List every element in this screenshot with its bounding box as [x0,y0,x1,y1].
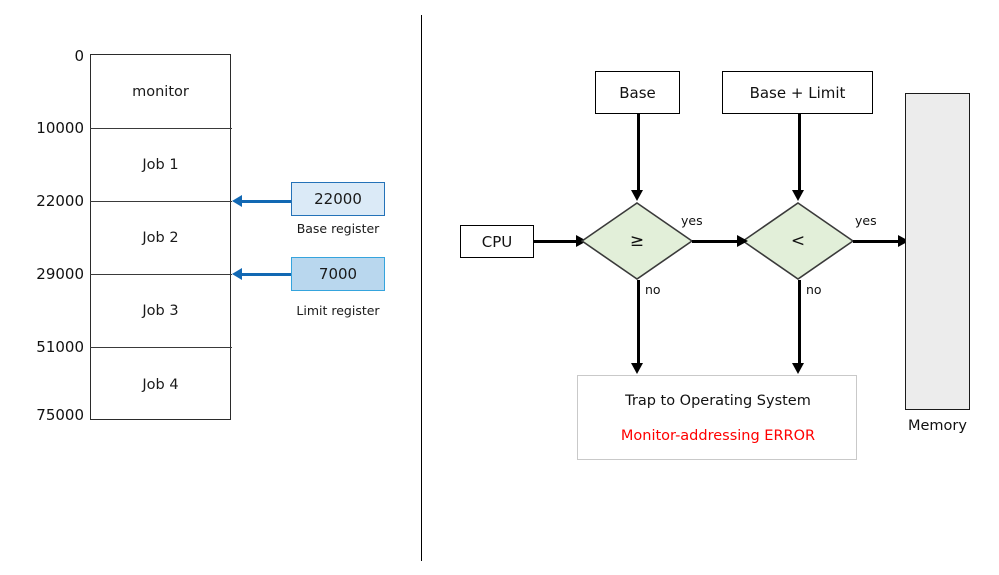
memory-block[interactable] [905,93,970,410]
memory-address-29000: 29000 [36,265,84,283]
memory-segment-job3: Job 3 [142,303,179,319]
memory-address-29000-wrap: 29000 [0,267,86,282]
decision-ge-diamond[interactable]: ≥ [581,202,693,280]
memory-address-0-wrap: 0 [0,49,86,64]
memory-segment-job1: Job 1 [142,157,179,173]
memory-address-10000: 10000 [36,119,84,137]
memory-layout-box [90,54,231,420]
panel-divider [421,15,422,561]
memory-block-label: Memory [908,418,967,434]
memory-segment-job4: Job 4 [142,377,179,393]
memory-address-0: 0 [74,47,84,65]
memory-segment-job2: Job 2 [142,230,179,246]
decision-ge-shape [581,202,693,280]
memory-divider-22000 [90,201,232,202]
limit-register-arrow-shaft [242,273,292,276]
base-box[interactable]: Base [595,71,680,114]
base-register-box[interactable]: 22000 [291,182,385,216]
decision1-no-head [630,363,643,374]
trap-title: Trap to Operating System [625,393,811,409]
cpu-to-decision1-shaft [534,240,576,243]
memory-address-22000: 22000 [36,192,84,210]
decision2-yes-head [898,234,909,247]
decision1-no-shaft [637,280,640,363]
memory-divider-10000 [90,128,232,129]
base-plus-limit-box[interactable]: Base + Limit [722,71,873,114]
decision2-yes-label: yes [855,213,877,228]
decision2-no-shaft [798,280,801,363]
decision1-yes-shaft [692,240,737,243]
limit-register-arrow-head [232,268,242,280]
memory-address-51000-wrap: 51000 [0,340,86,355]
cpu-box[interactable]: CPU [460,225,534,258]
base-to-decision1-shaft [637,114,640,190]
base-register-caption: Base register [296,221,380,236]
decision2-no-label: no [806,282,822,297]
baselimit-to-decision2-shaft [798,114,801,190]
decision1-yes-label: yes [681,213,703,228]
limit-register-caption: Limit register [296,303,380,318]
memory-address-75000: 75000 [36,406,84,424]
decision-lt-label: < [790,231,806,251]
baselimit-to-decision2-head [791,190,804,201]
trap-box[interactable]: Trap to Operating System Monitor-address… [577,375,857,460]
base-register-arrow-head [232,195,242,207]
memory-segment-monitor: monitor [132,84,189,100]
base-to-decision1-head [630,190,643,201]
memory-divider-51000 [90,347,232,348]
memory-address-51000: 51000 [36,338,84,356]
memory-address-10000-wrap: 10000 [0,121,86,136]
decision-lt-diamond[interactable]: < [742,202,854,280]
decision1-yes-head [737,234,748,247]
trap-error-message: Monitor-addressing ERROR [620,428,816,444]
memory-address-22000-wrap: 22000 [0,194,86,209]
decision2-no-head [791,363,804,374]
decision1-no-label: no [645,282,661,297]
base-register-arrow-shaft [242,200,292,203]
memory-divider-29000 [90,274,232,275]
decision-lt-shape [742,202,854,280]
memory-address-75000-wrap: 75000 [0,408,86,423]
limit-register-box[interactable]: 7000 [291,257,385,291]
decision2-yes-shaft [853,240,901,243]
decision-ge-label: ≥ [629,231,645,251]
